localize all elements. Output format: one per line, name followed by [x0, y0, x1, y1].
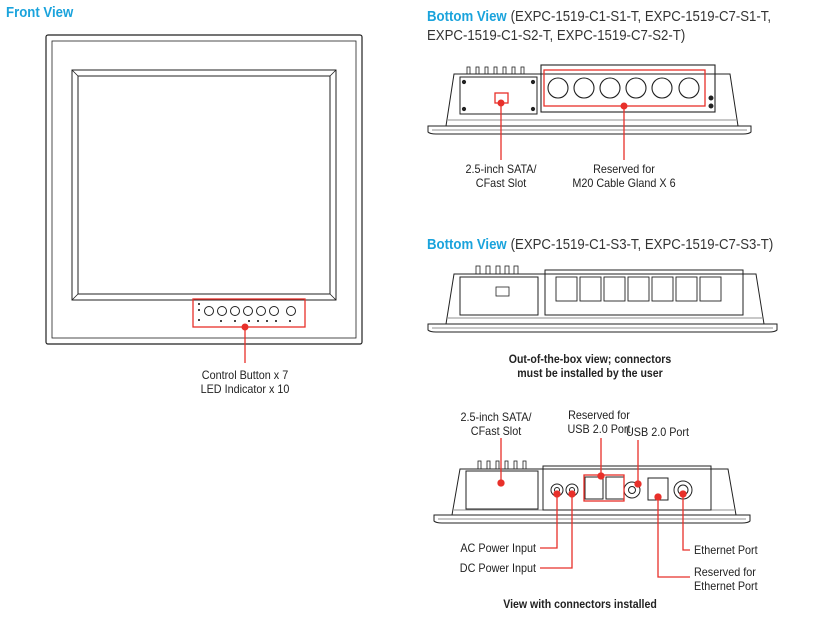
bottom-view-3-usb-reserved-highlight	[583, 474, 625, 502]
bottom1-reserved-label: Reserved for M20 Cable Gland X 6	[570, 162, 678, 190]
control-button-2	[217, 306, 227, 316]
bottom-view-1-callouts	[497, 99, 628, 160]
led-indicator	[198, 309, 200, 311]
bottom2-note-line1: Out-of-the-box view; connectors	[508, 352, 672, 366]
bottom1-reserved-line1: Reserved for	[593, 162, 655, 176]
led-indicator	[289, 320, 291, 322]
bottom3-usb-reserved-line1: Reserved for	[568, 408, 630, 422]
front-view-title: Front View	[6, 4, 74, 21]
bottom3-ac-label: AC Power Input	[460, 541, 536, 555]
bottom3-eth-reserved-line2: Ethernet Port	[694, 579, 758, 593]
front-callout-label: Control Button x 7 LED Indicator x 10	[191, 368, 299, 396]
bottom3-sata-label: 2.5-inch SATA/ CFast Slot	[447, 410, 546, 438]
front-panel	[45, 34, 363, 345]
bottom2-note: Out-of-the-box view; connectors must be …	[484, 352, 695, 380]
bottom1-sata-line2: CFast Slot	[475, 176, 527, 190]
led-indicator	[198, 303, 200, 305]
bottom3-usb-reserved-label: Reserved for USB 2.0 Port	[550, 408, 649, 436]
control-button-3	[230, 306, 240, 316]
bottom-view-2-heading: Bottom View (EXPC-1519-C1-S3-T, EXPC-151…	[427, 236, 773, 254]
bottom-view-1-models-line1: (EXPC-1519-C1-S1-T, EXPC-1519-C7-S1-T,	[510, 8, 772, 25]
bottom1-sata-label: 2.5-inch SATA/ CFast Slot	[447, 162, 555, 190]
front-screen-frame	[71, 69, 337, 301]
control-button-label: Control Button x 7	[201, 368, 289, 382]
bottom-view-1-heading: Bottom View (EXPC-1519-C1-S1-T, EXPC-151…	[427, 8, 771, 26]
bottom3-usb-reserved-line2: USB 2.0 Port	[567, 422, 631, 436]
bottom-view-2-models: (EXPC-1519-C1-S3-T, EXPC-1519-C7-S3-T)	[510, 236, 774, 253]
bottom-view-2-title: Bottom View	[427, 236, 507, 253]
bottom3-eth-reserved-line1: Reserved for	[694, 565, 756, 579]
led-indicator	[275, 320, 277, 322]
bottom-view-1-models-line2: EXPC-1519-C1-S2-T, EXPC-1519-C7-S2-T)	[427, 27, 686, 44]
bottom3-note: View with connectors installed	[503, 597, 657, 611]
led-indicator	[198, 319, 200, 321]
bottom1-sata-line1: 2.5-inch SATA/	[465, 162, 537, 176]
bottom-view-1-title: Bottom View	[427, 8, 507, 25]
front-bezel-outer	[45, 34, 363, 345]
led-indicator	[220, 320, 222, 322]
bottom-view-2-chassis	[427, 265, 778, 333]
front-bezel-inner	[51, 40, 357, 339]
control-button-6	[269, 306, 279, 316]
front-screen	[77, 75, 331, 295]
bottom-view-3-chassis	[433, 460, 751, 524]
front-callout	[241, 323, 249, 363]
control-button-7	[286, 306, 296, 316]
bottom2-note-line2: must be installed by the user	[517, 366, 663, 380]
bottom-view-3-callouts	[497, 438, 690, 578]
bottom3-sata-line2: CFast Slot	[470, 424, 522, 438]
led-indicator-label: LED Indicator x 10	[200, 382, 290, 396]
led-indicator	[248, 320, 250, 322]
control-button-1	[204, 306, 214, 316]
bottom1-reserved-line2: M20 Cable Gland X 6	[572, 176, 676, 190]
led-indicator	[266, 320, 268, 322]
bottom3-sata-line1: 2.5-inch SATA/	[460, 410, 532, 424]
control-button-5	[256, 306, 266, 316]
control-panel	[192, 298, 306, 328]
control-button-4	[243, 306, 253, 316]
bottom3-eth-label: Ethernet Port	[694, 543, 758, 557]
bottom3-usb-label: USB 2.0 Port	[626, 425, 690, 439]
led-indicator	[234, 320, 236, 322]
led-indicator	[257, 320, 259, 322]
bottom-view-1-chassis	[427, 64, 752, 135]
bottom3-dc-label: DC Power Input	[459, 561, 536, 575]
bottom3-eth-reserved-label: Reserved for Ethernet Port	[694, 565, 758, 593]
